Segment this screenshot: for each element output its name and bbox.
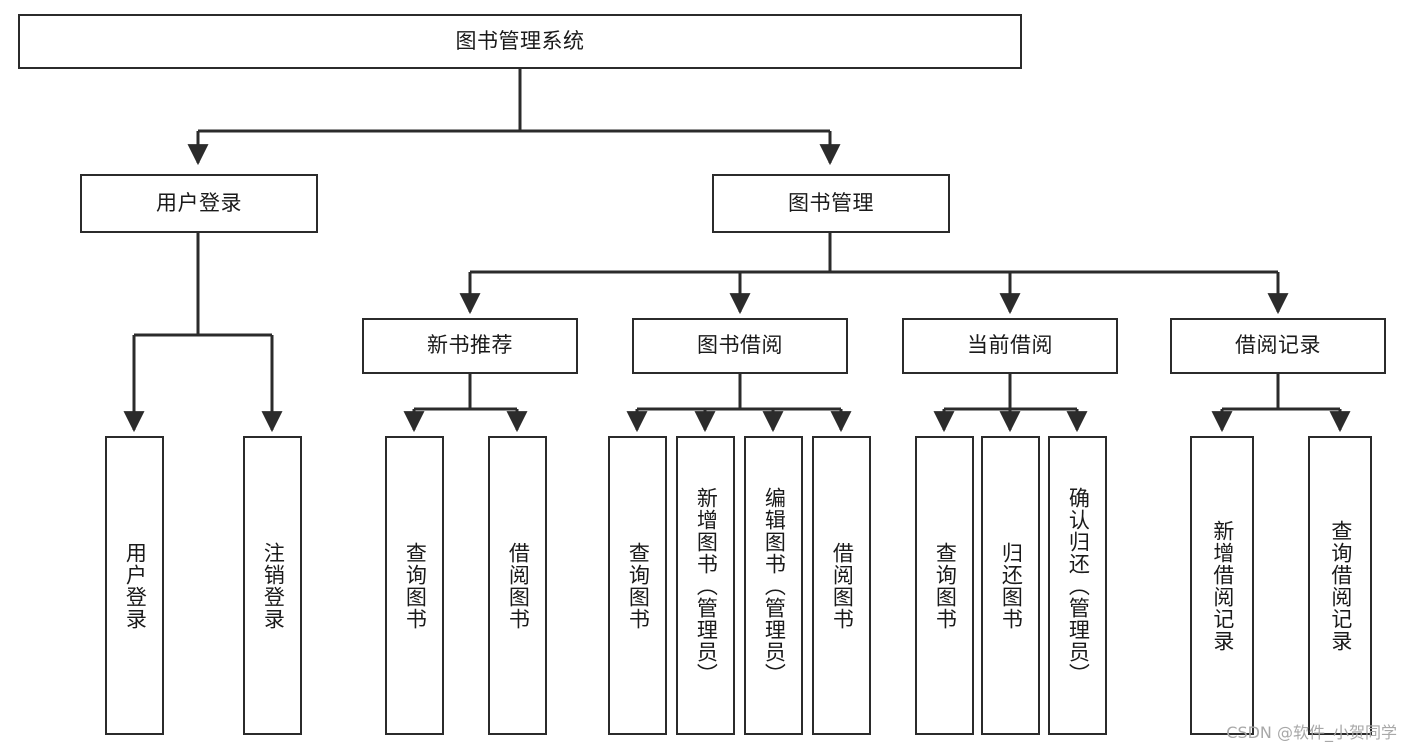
node-label: 新书推荐 [427, 333, 513, 358]
node-label: 借阅记录 [1235, 333, 1321, 358]
leaf-user-login-signout[interactable]: 注销登录 [243, 436, 302, 735]
leaf-current-return-book[interactable]: 归还图书 [981, 436, 1040, 735]
node-label: 用户登录 [156, 190, 242, 215]
node-book-management[interactable]: 图书管理 [712, 174, 950, 233]
node-label: 查询图书 [933, 541, 958, 630]
node-label: 新增图书（管理员） [694, 486, 719, 685]
leaf-new-book-borrow[interactable]: 借阅图书 [488, 436, 547, 735]
node-label: 编辑图书（管理员） [762, 486, 787, 685]
node-label: 查询图书 [403, 541, 428, 630]
leaf-user-login-signin[interactable]: 用户登录 [105, 436, 164, 735]
leaf-borrow-add-book-admin[interactable]: 新增图书（管理员） [676, 436, 735, 735]
leaf-new-book-query[interactable]: 查询图书 [385, 436, 444, 735]
leaf-records-add-record[interactable]: 新增借阅记录 [1190, 436, 1254, 735]
node-label: 查询图书 [626, 541, 651, 630]
node-current-borrow[interactable]: 当前借阅 [902, 318, 1118, 374]
node-new-book-recommend[interactable]: 新书推荐 [362, 318, 578, 374]
node-label: 用户登录 [123, 541, 148, 630]
leaf-records-query-record[interactable]: 查询借阅记录 [1308, 436, 1372, 735]
node-label: 借阅图书 [830, 541, 855, 630]
leaf-borrow-query-book[interactable]: 查询图书 [608, 436, 667, 735]
node-book-borrow[interactable]: 图书借阅 [632, 318, 848, 374]
node-root-system[interactable]: 图书管理系统 [18, 14, 1022, 69]
node-label: 图书借阅 [697, 333, 783, 358]
leaf-borrow-edit-book-admin[interactable]: 编辑图书（管理员） [744, 436, 803, 735]
node-borrow-records[interactable]: 借阅记录 [1170, 318, 1386, 374]
node-label: 图书管理系统 [455, 28, 585, 53]
node-label: 注销登录 [261, 541, 286, 630]
watermark-text: CSDN @软件_小贺同学 [1226, 723, 1397, 742]
node-label: 借阅图书 [506, 541, 531, 630]
leaf-borrow-borrow-book[interactable]: 借阅图书 [812, 436, 871, 735]
node-label: 新增借阅记录 [1210, 519, 1235, 652]
node-user-login[interactable]: 用户登录 [80, 174, 318, 233]
leaf-current-query-book[interactable]: 查询图书 [915, 436, 974, 735]
node-label: 图书管理 [788, 190, 874, 215]
node-label: 查询借阅记录 [1328, 519, 1353, 652]
node-label: 归还图书 [999, 541, 1024, 630]
node-label: 确认归还（管理员） [1066, 486, 1091, 685]
leaf-current-confirm-return-admin[interactable]: 确认归还（管理员） [1048, 436, 1107, 735]
node-label: 当前借阅 [967, 333, 1053, 358]
